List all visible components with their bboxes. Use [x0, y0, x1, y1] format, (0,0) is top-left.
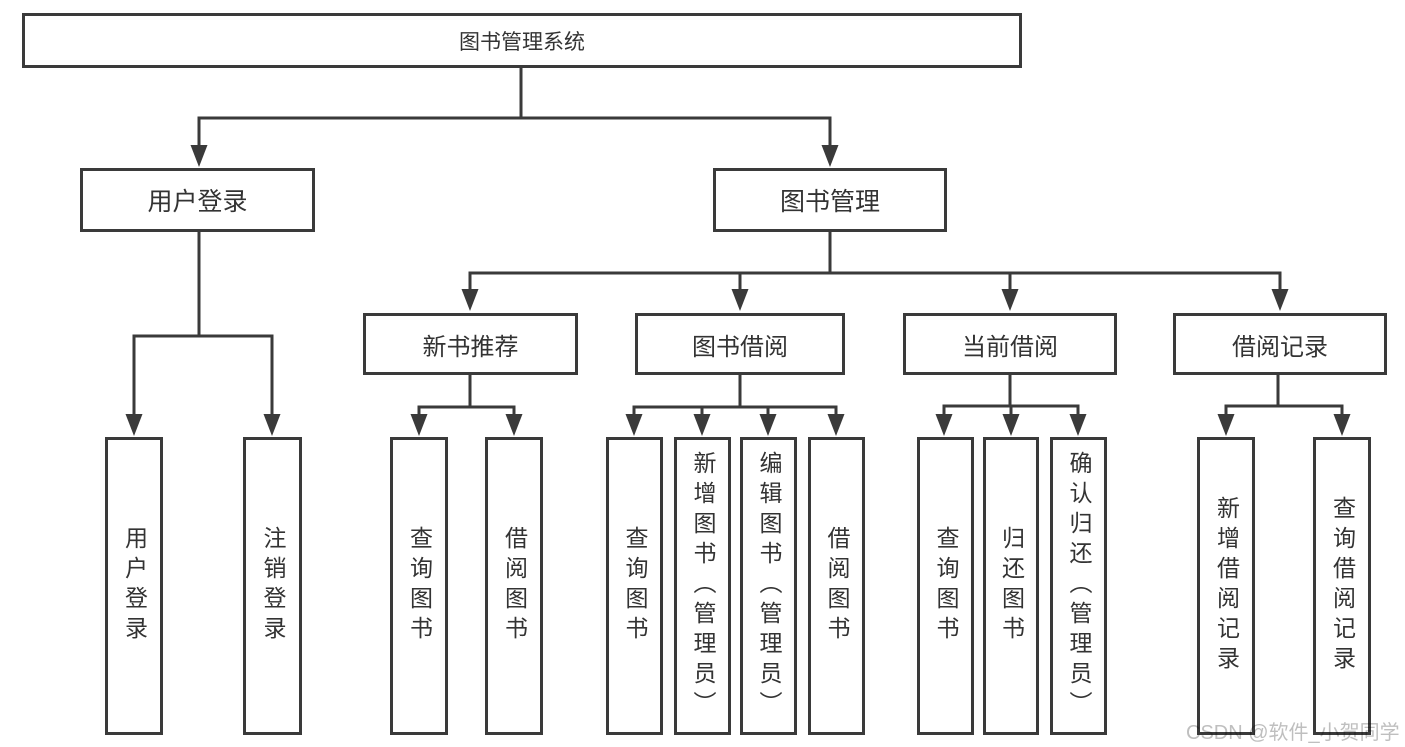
- leaf-borrow-books-recommend: 借阅图书: [485, 437, 543, 735]
- node-borrowing-records: 借阅记录: [1173, 313, 1387, 375]
- node-user-login: 用户登录: [80, 168, 315, 232]
- leaf-borrow-books: 借阅图书: [808, 437, 865, 735]
- leaf-query-books-borrow: 查询图书: [606, 437, 663, 735]
- node-book-borrowing: 图书借阅: [635, 313, 845, 375]
- node-new-book-recommendation: 新书推荐: [363, 313, 578, 375]
- leaf-logout: 注销登录: [243, 437, 302, 735]
- leaf-query-books-recommend: 查询图书: [390, 437, 448, 735]
- arrowheads: [125, 145, 1351, 436]
- leaf-add-book-admin: 新增图书（管理员）: [674, 437, 731, 735]
- leaf-return-books: 归还图书: [983, 437, 1039, 735]
- leaf-confirm-return-admin: 确认归还（管理员）: [1050, 437, 1107, 735]
- leaf-add-borrow-record: 新增借阅记录: [1197, 437, 1255, 735]
- leaf-edit-book-admin: 编辑图书（管理员）: [740, 437, 797, 735]
- leaf-user-login: 用户登录: [105, 437, 163, 735]
- node-current-borrowing: 当前借阅: [903, 313, 1117, 375]
- leaf-query-borrow-record: 查询借阅记录: [1313, 437, 1371, 735]
- node-book-management: 图书管理: [713, 168, 947, 232]
- node-library-system: 图书管理系统: [22, 13, 1022, 68]
- leaf-query-books-current: 查询图书: [917, 437, 974, 735]
- csdn-watermark: CSDN @软件_小贺同学: [1186, 722, 1400, 744]
